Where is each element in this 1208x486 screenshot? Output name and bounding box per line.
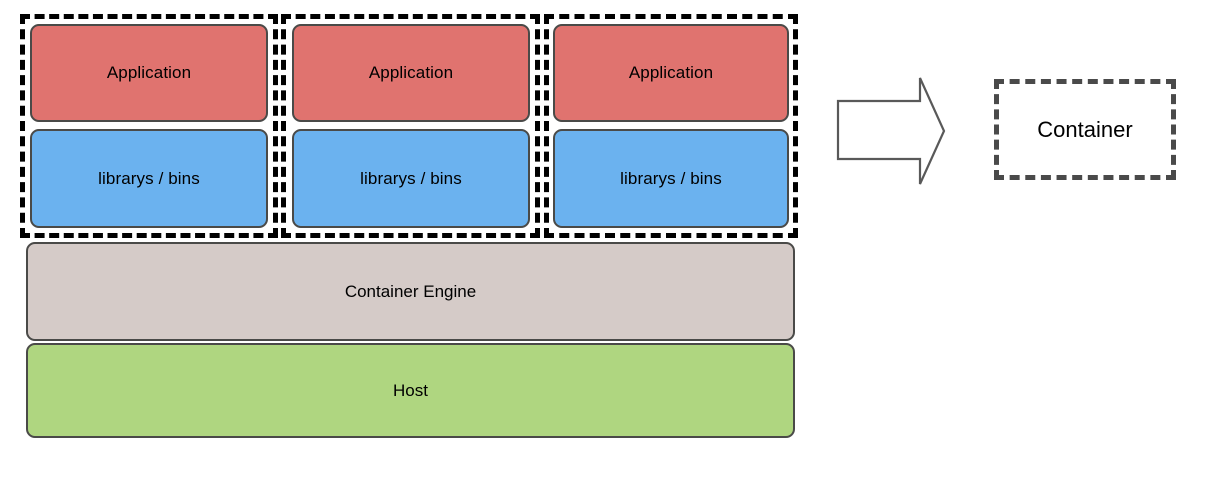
- container-engine-box: Container Engine: [26, 242, 795, 341]
- host-box: Host: [26, 343, 795, 438]
- container-group-1: [20, 14, 278, 238]
- container-group-3: [544, 14, 798, 238]
- right-block-arrow-icon: [832, 72, 948, 190]
- libraries-label-3: librarys / bins: [620, 168, 722, 188]
- libraries-box-3: librarys / bins: [553, 129, 789, 228]
- container-engine-label: Container Engine: [344, 281, 477, 301]
- libraries-label-1: librarys / bins: [98, 168, 200, 188]
- application-box-2: Application: [292, 24, 530, 122]
- application-label-2: Application: [368, 63, 454, 82]
- application-label-3: Application: [628, 63, 714, 82]
- libraries-label-2: librarys / bins: [360, 168, 462, 188]
- result-container-label: Container: [1037, 116, 1133, 142]
- host-label: Host: [393, 380, 428, 400]
- libraries-box-1: librarys / bins: [30, 129, 268, 228]
- container-group-2: [281, 14, 540, 238]
- result-container-box: Container: [994, 79, 1176, 180]
- application-box-3: Application: [553, 24, 789, 122]
- libraries-box-2: librarys / bins: [292, 129, 530, 228]
- application-label-1: Application: [106, 63, 192, 82]
- application-box-1: Application: [30, 24, 268, 122]
